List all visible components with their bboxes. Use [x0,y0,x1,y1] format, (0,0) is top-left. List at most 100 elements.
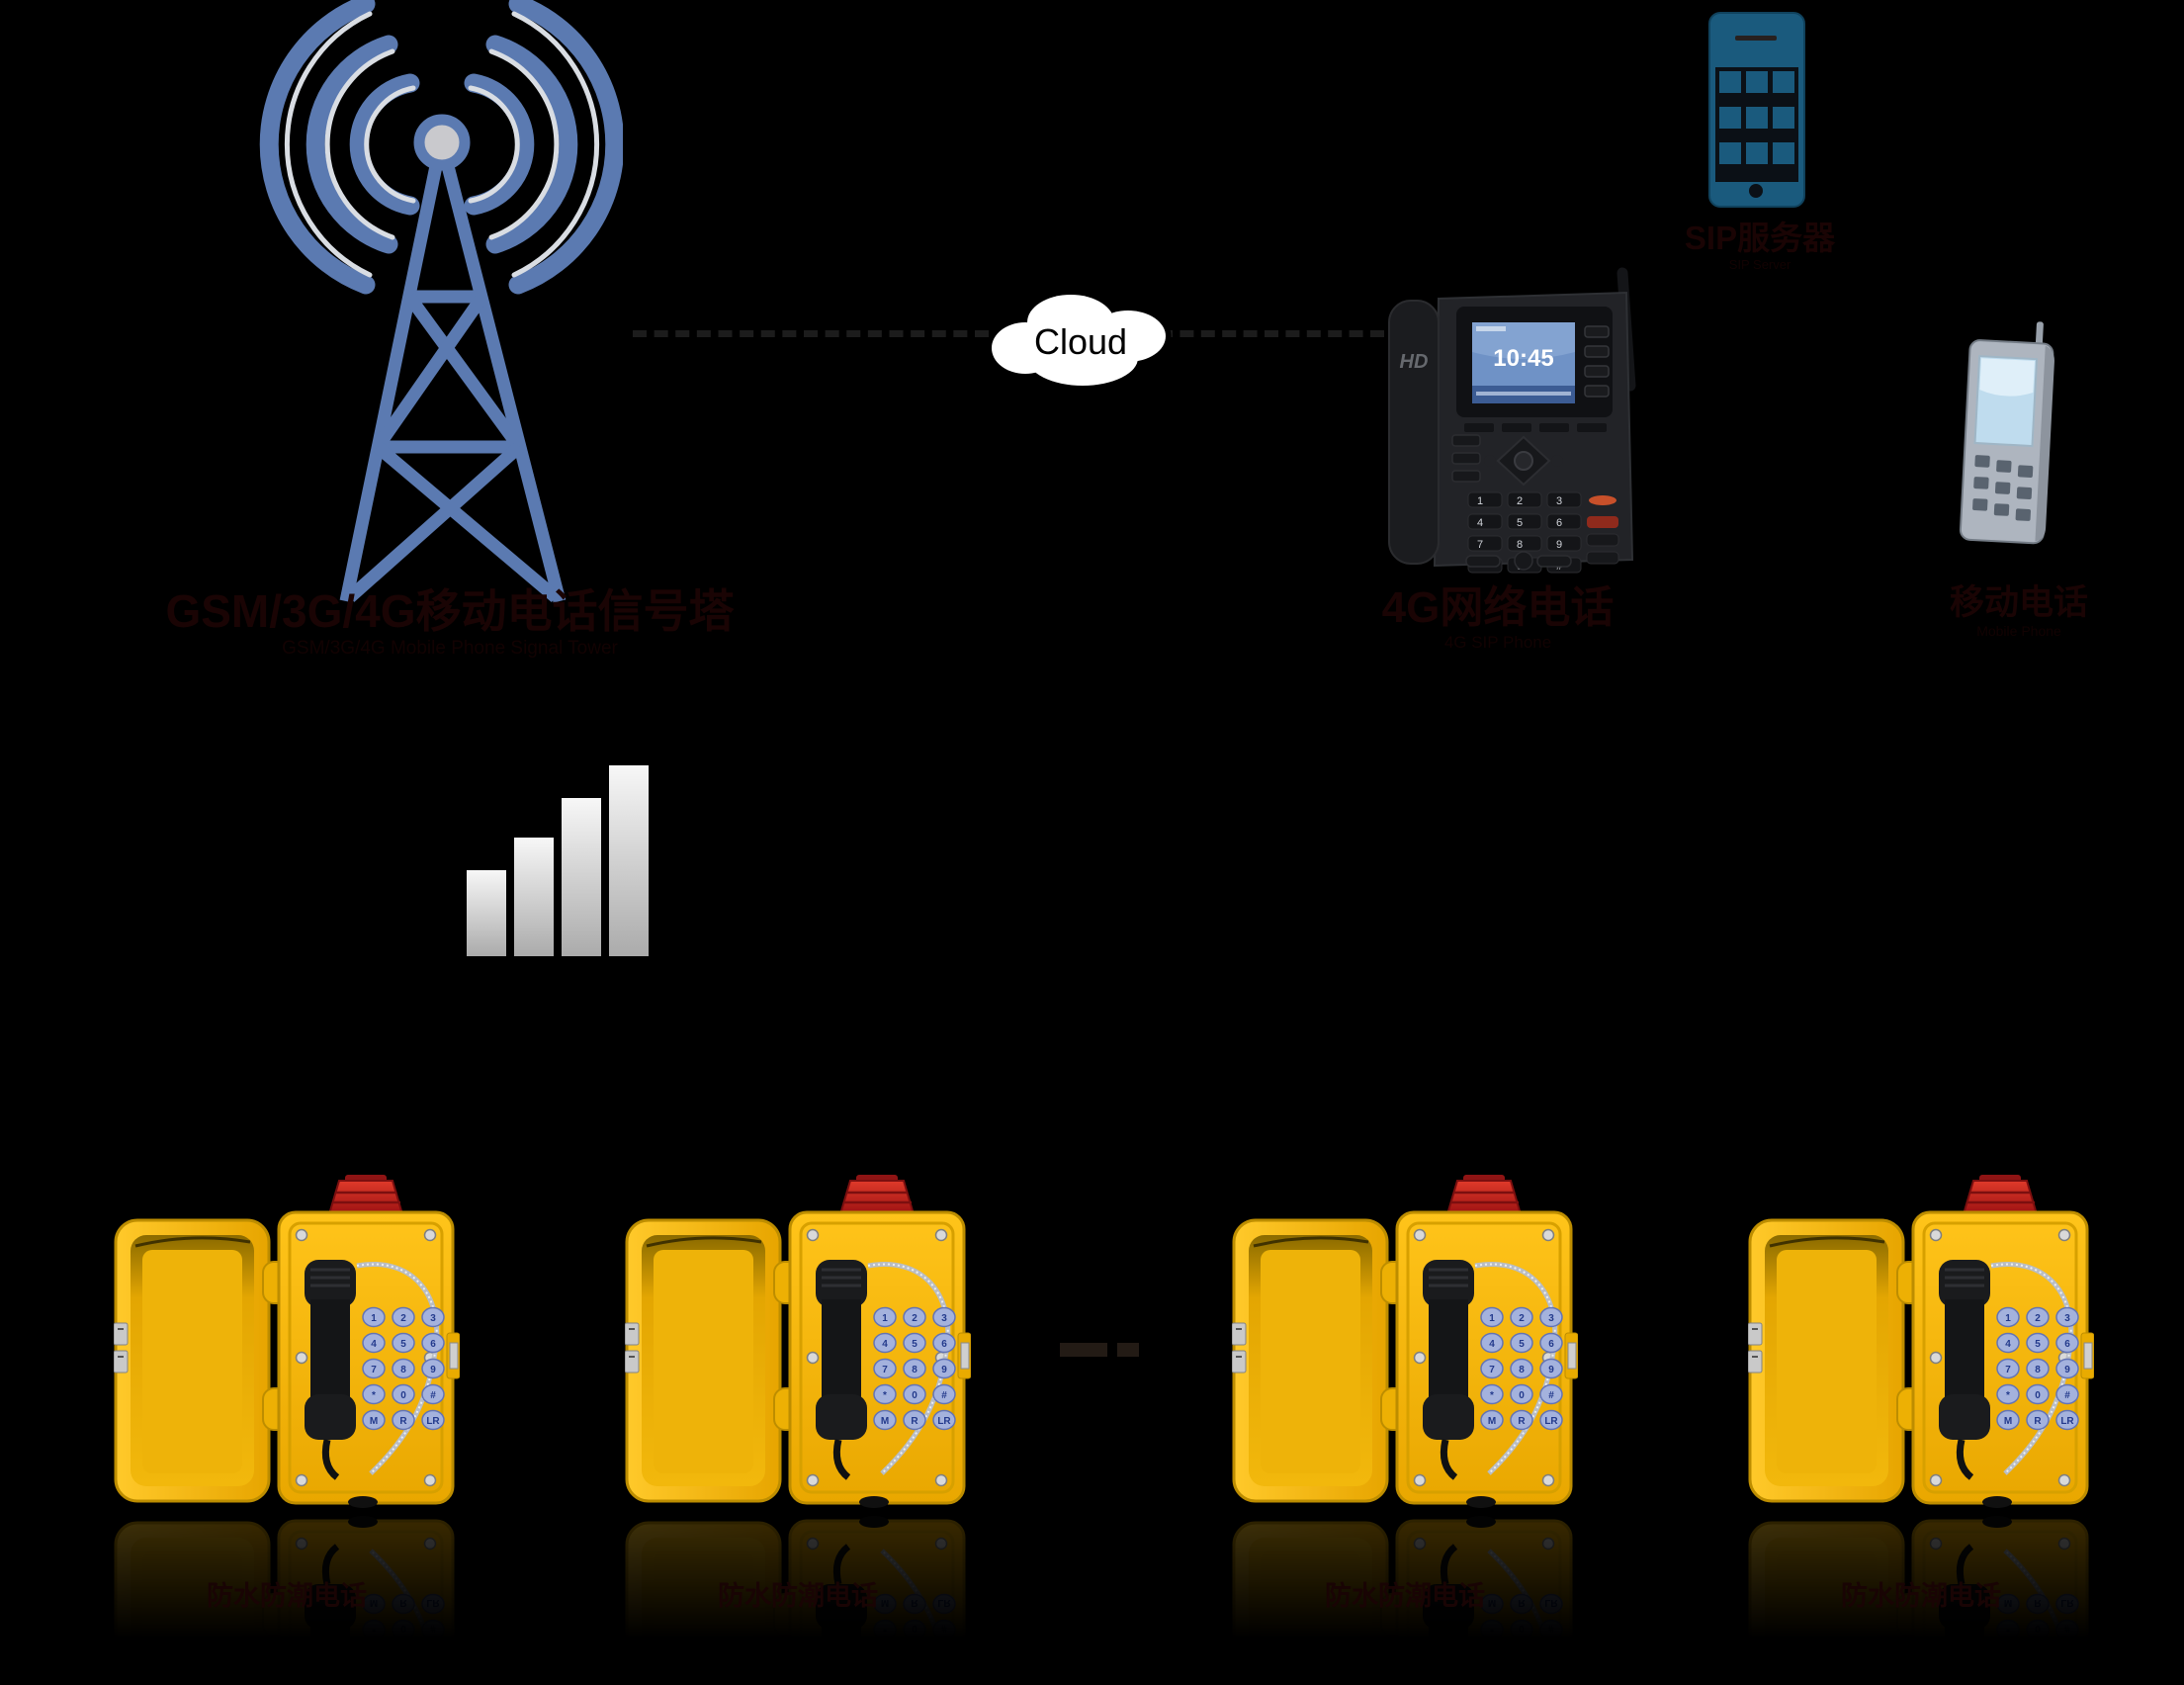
svg-text:*: * [1490,1390,1494,1401]
sip-phone-label: 4G网络电话 4G SIP Phone [1381,583,1615,653]
svg-text:9: 9 [2064,1365,2070,1375]
svg-text:LR: LR [937,1597,951,1608]
svg-text:8: 8 [2035,1648,2041,1659]
svg-text:4: 4 [371,1339,377,1350]
svg-text:R: R [911,1416,918,1427]
svg-text:LR: LR [426,1416,440,1427]
svg-text:2: 2 [912,1313,917,1324]
svg-text:8: 8 [912,1365,917,1375]
svg-text:0: 0 [2035,1390,2041,1401]
handset-cord [356,1549,440,1661]
svg-text:0: 0 [1519,1390,1525,1401]
svg-text:7: 7 [882,1365,888,1375]
sip-server-label: SIP服务器 SIP Server [1684,220,1836,272]
wp-handset [1939,1260,1990,1480]
svg-text:5: 5 [1519,1339,1525,1350]
weatherproof-phone-label: 防水防潮电话 [207,1581,367,1611]
svg-text:3: 3 [1556,495,1562,507]
svg-text:5: 5 [912,1339,917,1350]
svg-text:9: 9 [1548,1648,1554,1659]
svg-text:*: * [883,1623,887,1634]
wp-handset [305,1260,356,1480]
svg-text:0: 0 [2035,1623,2041,1634]
svg-text:9: 9 [1556,539,1562,551]
svg-text:6: 6 [1556,517,1562,529]
signal-bar-3 [562,798,601,956]
body-latch [1564,1644,1578,1661]
svg-text:0: 0 [400,1623,406,1634]
phone-nav-pad [1484,435,1563,487]
cloud-label: Cloud [1034,321,1127,362]
svg-text:8: 8 [1519,1365,1525,1375]
svg-text:R: R [2034,1597,2042,1608]
handset-cord [1474,1549,1558,1661]
signal-bar-2 [514,838,554,956]
handset-cord [867,1549,951,1661]
body-latch [957,1644,971,1661]
svg-text:LR: LR [937,1416,951,1427]
svg-text:9: 9 [941,1648,947,1659]
sip-server-icon [1708,12,1805,208]
svg-text:0: 0 [912,1623,917,1634]
enclosure-lid [1232,1521,1389,1661]
svg-text:4: 4 [2005,1339,2011,1350]
alarm-beacon [838,1175,916,1215]
svg-text:#: # [2064,1623,2070,1634]
svg-text:7: 7 [1489,1648,1495,1659]
signal-tower-icon [259,0,623,603]
svg-text:6: 6 [941,1339,947,1350]
signal-bar-4 [609,765,649,956]
bottom-gland [348,1496,378,1508]
svg-text:#: # [1548,1390,1554,1401]
svg-text:M: M [1488,1416,1496,1427]
weatherproof-phone-label: 防水防潮电话 [1325,1581,1485,1611]
svg-text:9: 9 [1548,1365,1554,1375]
bottom-gland [348,1516,378,1528]
svg-text:M: M [370,1597,378,1608]
svg-text:2: 2 [2035,1313,2041,1324]
svg-text:M: M [2004,1416,2012,1427]
svg-text:8: 8 [1517,539,1523,551]
svg-text:R: R [1518,1597,1526,1608]
svg-text:2: 2 [1519,1313,1525,1324]
svg-text:7: 7 [371,1365,377,1375]
wp-handset [1939,1544,1990,1661]
svg-text:7: 7 [1477,539,1483,551]
enclosure-lid [113,1218,271,1503]
svg-text:M: M [881,1597,889,1608]
svg-text:1: 1 [2005,1313,2011,1324]
bottom-gland [1466,1516,1496,1528]
more-phones-dash-2 [1117,1343,1139,1357]
svg-text:7: 7 [2005,1648,2011,1659]
svg-text:*: * [372,1623,376,1634]
wp-handset [1423,1260,1474,1480]
weatherproof-phone-label: 防水防潮电话 [718,1581,878,1611]
svg-text:8: 8 [912,1648,917,1659]
svg-text:M: M [881,1416,889,1427]
svg-text:7: 7 [371,1648,377,1659]
connector-cloud-phone [1159,330,1384,337]
signal-strength-bars [467,765,655,956]
svg-text:LR: LR [1544,1416,1558,1427]
svg-text:1: 1 [1489,1313,1495,1324]
phone-led [1589,495,1616,505]
svg-text:#: # [430,1390,436,1401]
bottom-gland [859,1516,889,1528]
svg-text:8: 8 [400,1648,406,1659]
svg-text:8: 8 [2035,1365,2041,1375]
wp-handset [305,1544,356,1661]
svg-text:6: 6 [1548,1339,1554,1350]
